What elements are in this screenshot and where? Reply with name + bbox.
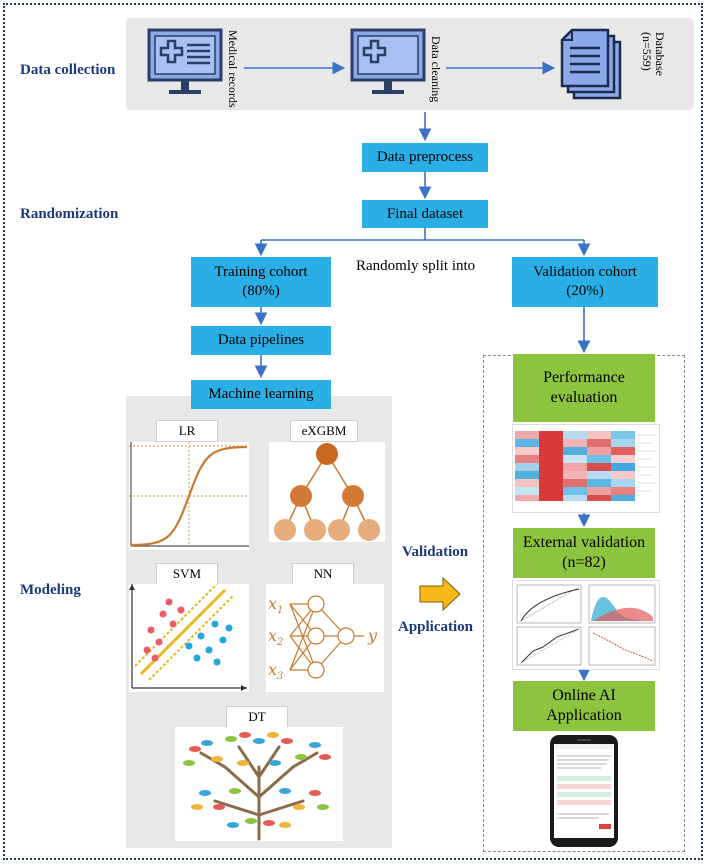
performance-heatmap-thumbnail <box>512 424 660 513</box>
nn-input-2: x <box>268 626 277 645</box>
nn-diagram: x 1 x 2 x 3 y <box>266 584 384 692</box>
database-label: Database (n=559) <box>640 32 667 76</box>
lr-label: LR <box>156 420 218 442</box>
stage-randomization: Randomization <box>20 206 119 222</box>
dt-tree-illustration <box>175 727 343 841</box>
data-pipelines-box: Data pipelines <box>191 326 331 355</box>
data-cleaning-label: Data cleaning <box>429 36 443 103</box>
outer-frame <box>3 3 703 860</box>
split-label: Randomly split into <box>356 258 476 274</box>
lr-sigmoid-plot <box>129 442 249 550</box>
external-validation-plots-thumbnail <box>512 580 660 670</box>
nn-input-1-sub: 1 <box>277 605 283 616</box>
nn-output: y <box>367 626 378 645</box>
svm-label: SVM <box>156 563 218 585</box>
nn-input-3: x <box>268 660 277 679</box>
performance-evaluation-box: Performance evaluation <box>513 354 655 422</box>
nn-input-1: x <box>268 594 277 613</box>
machine-learning-box: Machine learning <box>191 380 331 409</box>
exgbm-tree-icon <box>269 442 385 542</box>
online-ai-application-box: Online AI Application <box>513 681 655 731</box>
nn-input-3-sub: 3 <box>277 671 283 682</box>
nn-input-2-sub: 2 <box>276 637 283 648</box>
svm-scatter-plot <box>129 584 249 692</box>
medical-records-monitor-icon <box>147 28 225 100</box>
stage-modeling: Modeling <box>20 582 81 598</box>
final-dataset-box: Final dataset <box>362 200 488 228</box>
training-cohort-box: Training cohort (80%) <box>191 257 331 307</box>
database-documents-icon <box>560 28 624 102</box>
validation-cohort-box: Validation cohort (20%) <box>512 257 658 307</box>
data-cleaning-monitor-icon <box>350 28 428 100</box>
data-preprocess-box: Data preprocess <box>362 143 488 172</box>
application-label: Application <box>398 619 474 635</box>
stage-data-collection: Data collection <box>20 62 116 78</box>
external-validation-box: External validation (n=82) <box>513 528 655 578</box>
validation-label: Validation <box>402 544 469 560</box>
big-arrow-icon <box>419 577 461 611</box>
phone-app-mockup <box>549 734 619 848</box>
dt-label: DT <box>226 706 288 728</box>
nn-label: NN <box>292 563 354 585</box>
medical-records-label: Medical records <box>226 30 240 108</box>
exgbm-label: eXGBM <box>290 420 358 442</box>
